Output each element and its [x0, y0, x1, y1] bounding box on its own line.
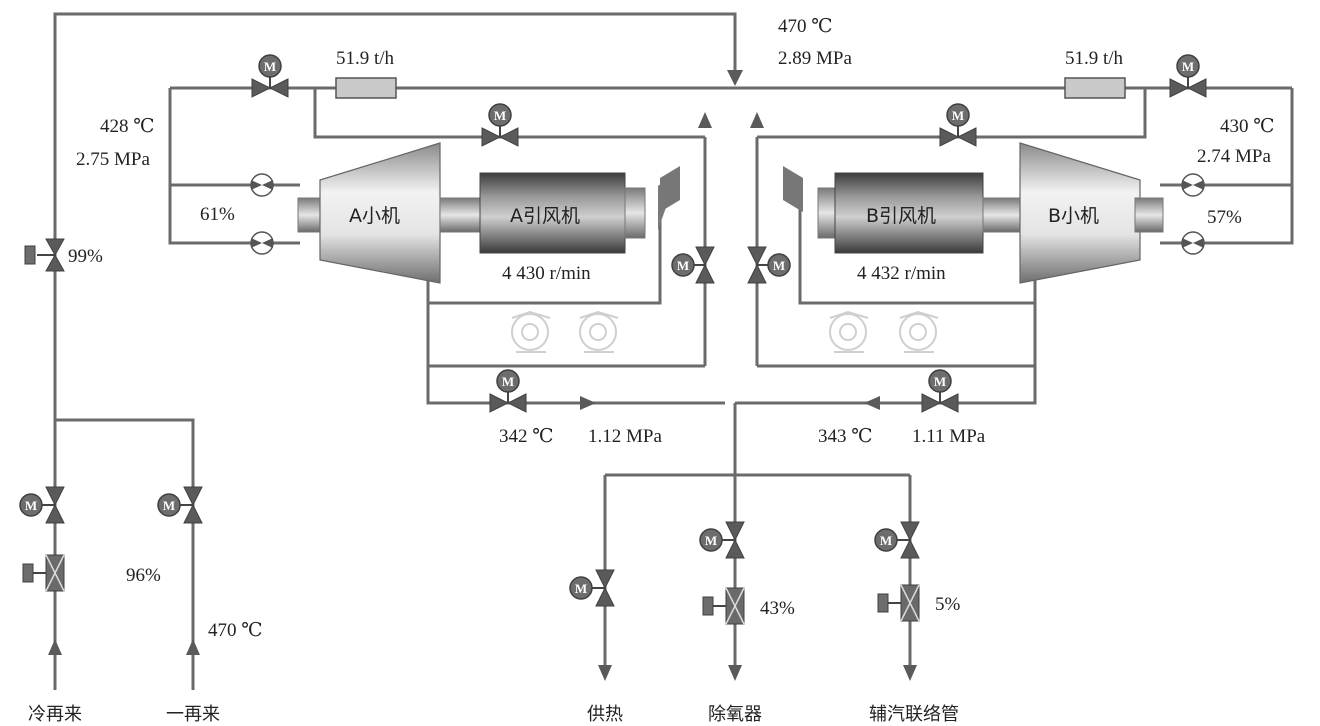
motor-letter: M	[494, 108, 506, 123]
exhaust-b-pressure: 1.11 MPa	[912, 426, 986, 447]
side-b-pressure: 2.74 MPa	[1197, 146, 1271, 167]
top-steam-pressure: 2.89 MPa	[778, 48, 852, 69]
motor-letter: M	[934, 374, 946, 389]
top-steam-temp: 470 ℃	[778, 16, 833, 37]
motor-valves-vertical[interactable]	[19, 246, 920, 607]
reheat-valve-opening: 96%	[126, 565, 161, 586]
side-a-pressure: 2.75 MPa	[76, 149, 150, 170]
flow-a-label: 51.9 t/h	[336, 48, 395, 69]
side-a-temp: 428 ℃	[100, 116, 155, 137]
speed-b: 4 432 r/min	[857, 263, 946, 284]
aux-opening: 5%	[935, 594, 961, 615]
turbine-a-label: A小机	[349, 205, 400, 227]
motor-valves-horizontal[interactable]	[251, 54, 1207, 413]
actuator-valves[interactable]	[22, 238, 920, 625]
motor-letter: M	[952, 108, 964, 123]
pipes	[53, 12, 1294, 690]
motor-letter: M	[575, 581, 587, 596]
side-b-temp: 430 ℃	[1220, 116, 1275, 137]
reheat-temp: 470 ℃	[208, 620, 263, 641]
motor-letter: M	[705, 533, 717, 548]
exhaust-a-pressure: 1.12 MPa	[588, 426, 662, 447]
fan-b-label: B引风机	[866, 205, 936, 227]
cold-reheat-source: 冷再来	[28, 704, 82, 725]
side-b-opening: 57%	[1207, 207, 1242, 228]
turbine-b-label: B小机	[1048, 205, 1099, 227]
flowmeter-a	[335, 77, 397, 99]
speed-a: 4 430 r/min	[502, 263, 591, 284]
flow-b-label: 51.9 t/h	[1065, 48, 1124, 69]
exhaust-a-temp: 342 ℃	[499, 426, 554, 447]
motor-letter: M	[677, 258, 689, 273]
motor-letter: M	[1182, 59, 1194, 74]
heating-outlet: 供热	[587, 704, 623, 725]
hot-reheat-source: 一再来	[166, 704, 220, 725]
fan-a-label: A引风机	[510, 205, 580, 227]
motor-letter: M	[25, 498, 37, 513]
left-valve-opening: 99%	[68, 246, 103, 267]
value-labels: 470 ℃ 2.89 MPa 51.9 t/h 51.9 t/h 428 ℃ 2…	[28, 16, 1275, 725]
side-a-opening: 61%	[200, 204, 235, 225]
flowmeter-b	[1064, 77, 1126, 99]
motor-letter: M	[880, 533, 892, 548]
machine-b	[783, 142, 1164, 284]
deaerator-outlet: 除氧器	[708, 704, 762, 725]
flow-arrows	[48, 70, 917, 681]
aux-header-outlet: 辅汽联络管	[869, 704, 959, 725]
motor-letter: M	[264, 59, 276, 74]
control-valves[interactable]	[250, 173, 1205, 255]
motor-letter: M	[773, 258, 785, 273]
motor-letter: M	[502, 374, 514, 389]
deaerator-opening: 43%	[760, 598, 795, 619]
fan-icons	[511, 310, 939, 353]
motor-letter: M	[163, 498, 175, 513]
motor-labels: M M M M M M M M M M M M M	[25, 59, 1194, 596]
machine-a	[297, 142, 680, 284]
exhaust-b-temp: 343 ℃	[818, 426, 873, 447]
